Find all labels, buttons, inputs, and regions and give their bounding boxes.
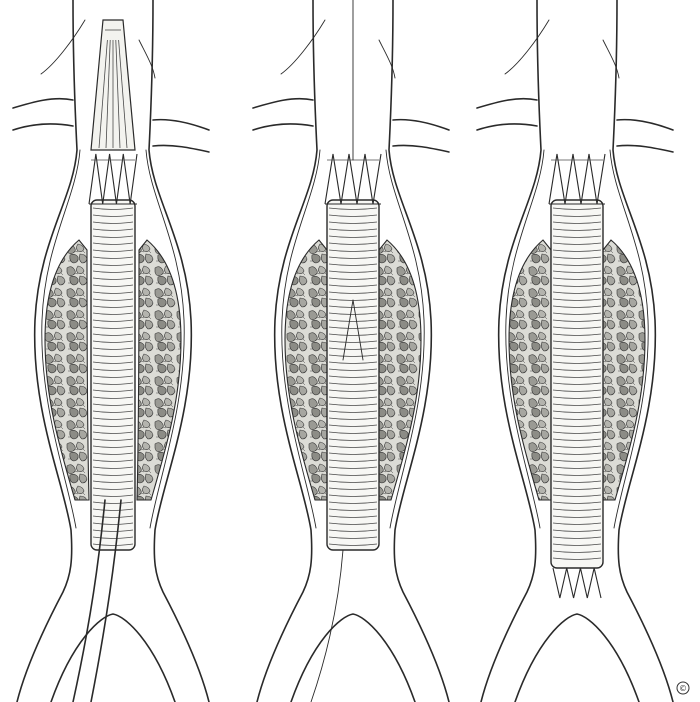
- renal-artery-left: [13, 99, 73, 108]
- stent-graft-body: [91, 200, 135, 550]
- stent-zigzag: [549, 154, 605, 204]
- renal-artery-right: [393, 120, 449, 130]
- panel-expanding: [253, 0, 449, 702]
- renal-artery-right: [617, 120, 673, 130]
- stent-graft-body: [327, 200, 379, 550]
- distal-stent-crown: [553, 568, 601, 598]
- proximal-stent-crown: [549, 154, 605, 204]
- thrombus-left: [285, 240, 329, 500]
- thrombus-right: [137, 240, 181, 500]
- panel-deployment: [13, 0, 209, 702]
- proximal-stent-crown: [325, 154, 381, 204]
- stent-zigzag: [89, 154, 137, 204]
- thrombus-right: [601, 240, 645, 500]
- thrombus-left: [509, 240, 553, 500]
- upper-branch-left: [505, 20, 549, 74]
- aortic-bifurcation: [515, 614, 639, 702]
- renal-artery-left-lower: [477, 124, 537, 130]
- renal-artery-right: [153, 120, 209, 130]
- proximal-stent-crown: [89, 154, 137, 204]
- copyright-symbol: ©: [679, 684, 687, 693]
- panel-deployed: [477, 0, 673, 702]
- renal-artery-left-lower: [253, 124, 313, 130]
- renal-artery-left: [253, 99, 313, 108]
- copyright-mark: ©: [677, 682, 689, 694]
- renal-artery-left: [477, 99, 537, 108]
- aortic-bifurcation: [291, 614, 415, 702]
- aortic-bifurcation: [51, 614, 175, 702]
- distal-stent-zigzag: [553, 568, 601, 598]
- stent-zigzag: [325, 154, 381, 204]
- thrombus-right: [377, 240, 421, 500]
- upper-branch-left: [281, 20, 325, 74]
- delivery-catheter: [311, 550, 343, 702]
- upper-branch-left: [41, 20, 85, 74]
- renal-artery-right-lower: [393, 145, 449, 152]
- renal-artery-right-lower: [617, 145, 673, 152]
- renal-artery-left-lower: [13, 124, 73, 130]
- thrombus-left: [45, 240, 89, 500]
- renal-artery-right-lower: [153, 145, 209, 152]
